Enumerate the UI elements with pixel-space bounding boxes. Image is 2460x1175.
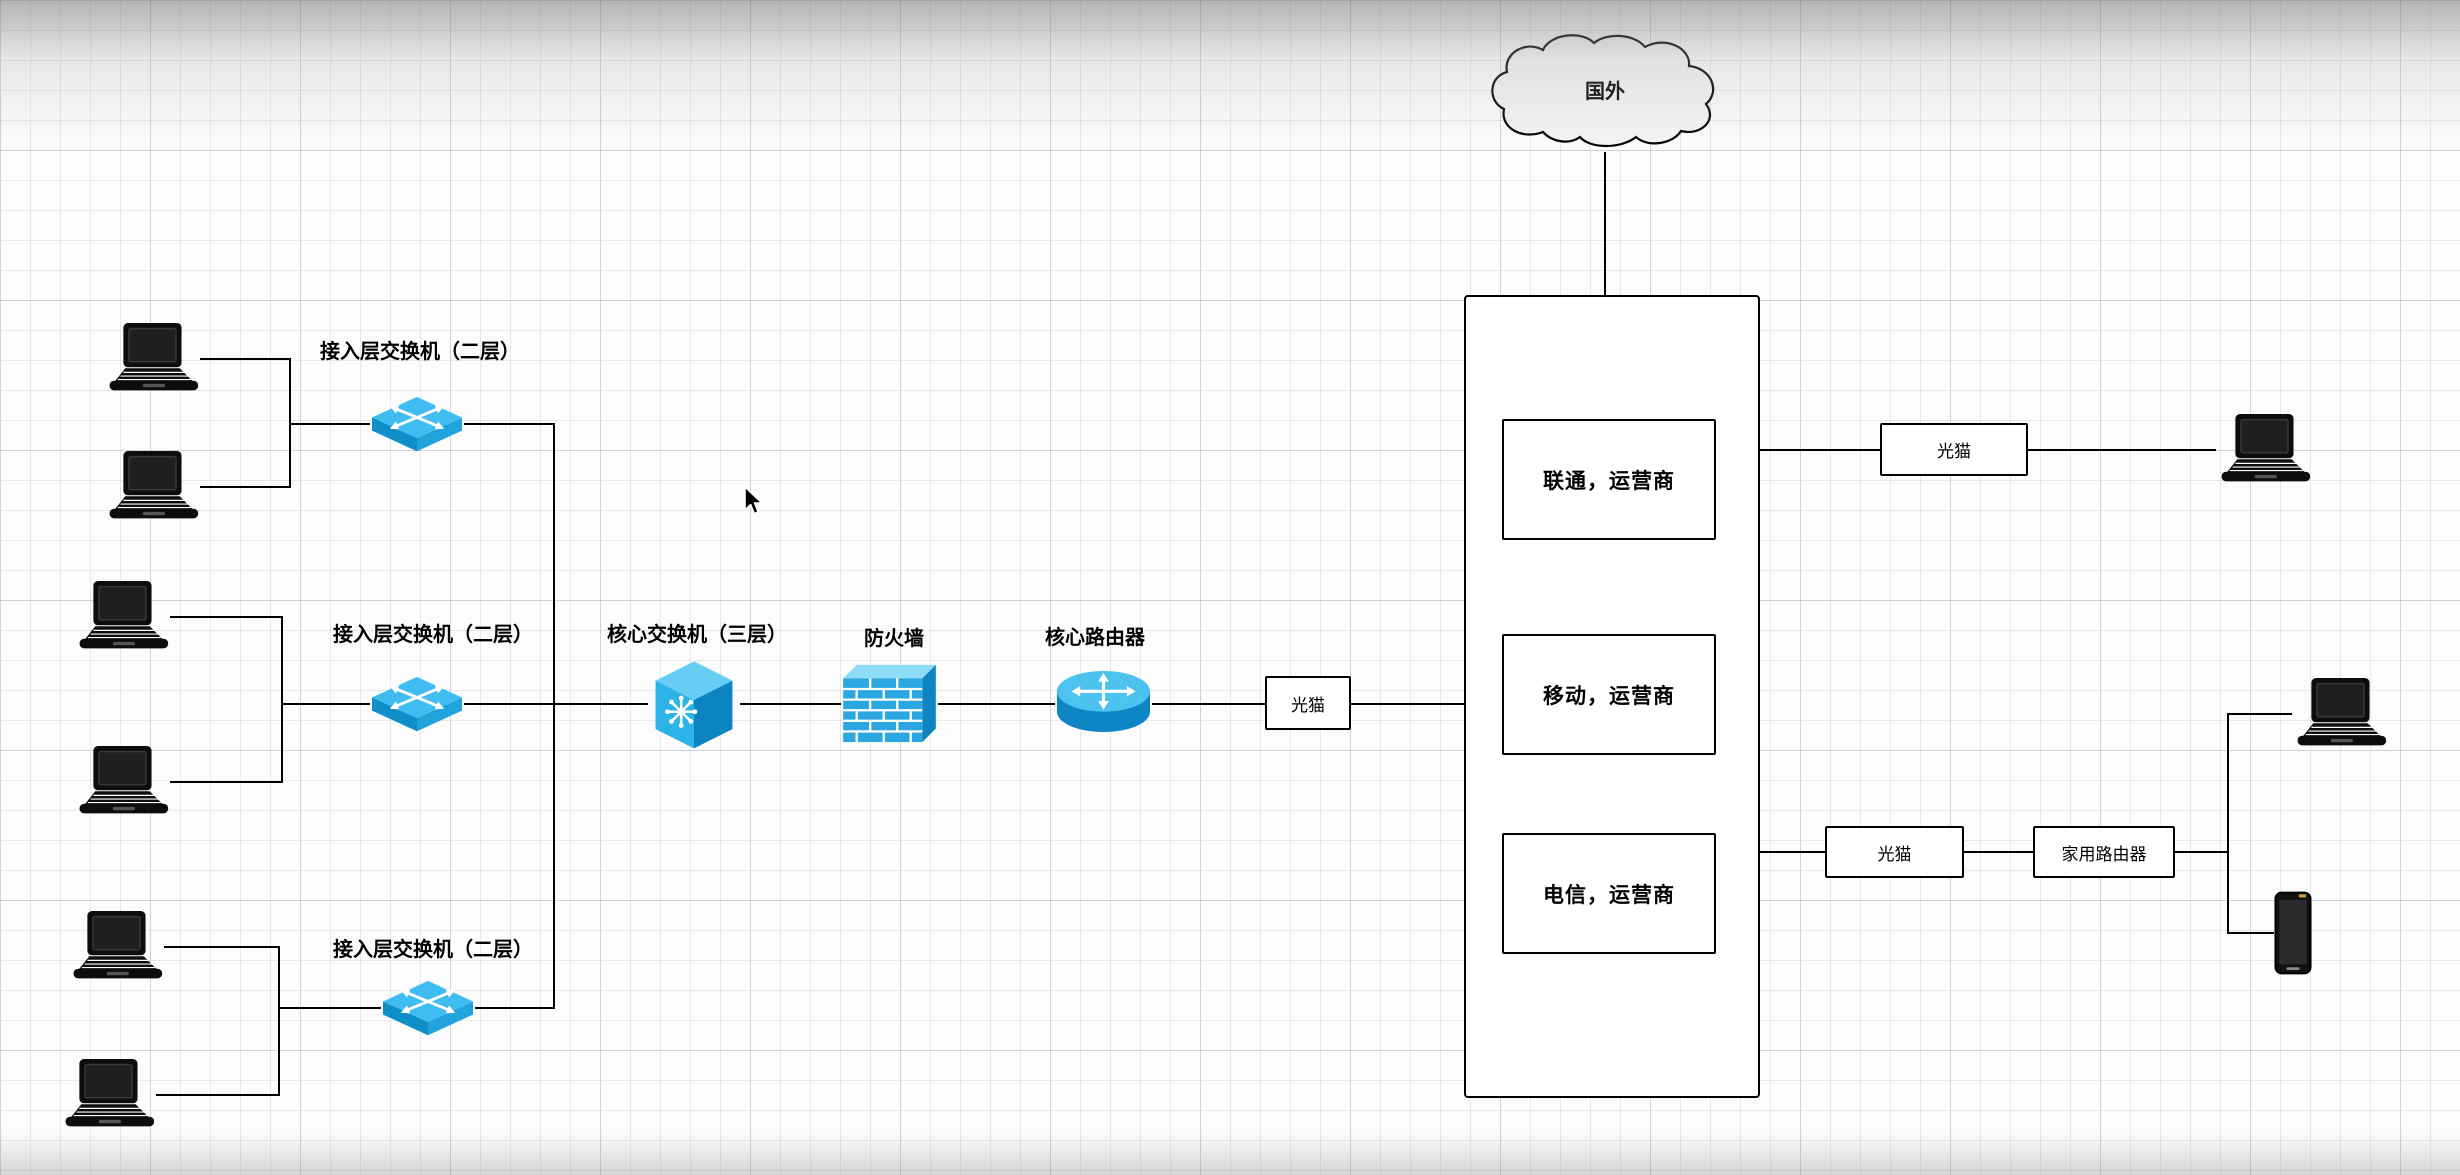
connector-line [1760, 449, 1880, 451]
laptop-icon [2216, 413, 2312, 487]
laptop-node-4[interactable] [74, 745, 170, 819]
laptop-node-1[interactable] [104, 322, 200, 396]
bottom-gradient-shade [0, 1133, 2460, 1175]
phone-node[interactable] [2274, 891, 2312, 975]
firewall-label: 防火墙 [864, 628, 924, 650]
modem-unicom-box[interactable]: 光猫 [1880, 423, 2028, 476]
carrier-unicom-box[interactable]: 联通，运营商 [1502, 419, 1716, 540]
connector-line [281, 616, 283, 783]
connector-line [1604, 152, 1606, 295]
home-router-box[interactable]: 家用路由器 [2033, 826, 2175, 878]
connector-line [279, 1007, 381, 1009]
laptop-node-2[interactable] [104, 450, 200, 524]
cloud-foreign[interactable]: 国外 [1480, 30, 1730, 155]
laptop-node-3[interactable] [74, 580, 170, 654]
connector-line [164, 946, 279, 948]
connector-line [282, 703, 370, 705]
access-switch-3-label: 接入层交换机（二层） [333, 939, 533, 961]
access-switch-3[interactable] [381, 978, 475, 1038]
access-switch-1-label: 接入层交换机（二层） [320, 341, 520, 363]
connector-line [938, 703, 1055, 705]
smartphone-icon [2274, 891, 2312, 975]
l2-switch-icon [381, 978, 475, 1038]
l3-switch-cube-icon [648, 655, 740, 752]
connector-line [464, 703, 648, 705]
connector-line [2228, 932, 2274, 934]
laptop-node-5[interactable] [68, 910, 164, 984]
connector-line [1152, 703, 1265, 705]
router-cylinder-icon [1055, 667, 1152, 737]
connector-line [156, 1094, 279, 1096]
laptop-icon [74, 745, 170, 819]
connector-line [290, 423, 370, 425]
core-switch[interactable] [648, 655, 740, 752]
connector-line [475, 1007, 555, 1009]
laptop-node-top-right[interactable] [2216, 413, 2312, 487]
core-router[interactable] [1055, 667, 1152, 737]
core-router-label: 核心路由器 [1045, 627, 1145, 649]
laptop-icon [68, 910, 164, 984]
connector-line [200, 486, 290, 488]
firewall[interactable] [841, 661, 938, 744]
modem-telecom-box[interactable]: 光猫 [1825, 826, 1964, 878]
access-switch-1[interactable] [370, 394, 464, 454]
laptop-node-6[interactable] [60, 1058, 156, 1132]
laptop-icon [104, 322, 200, 396]
core-switch-label: 核心交换机（三层） [607, 624, 787, 646]
connector-line [1964, 851, 2033, 853]
access-switch-2-label: 接入层交换机（二层） [333, 624, 533, 646]
laptop-node-bottom-right[interactable] [2292, 677, 2388, 751]
connector-line [1351, 703, 1464, 705]
connector-line [278, 946, 280, 1096]
connector-line [170, 781, 282, 783]
access-switch-2[interactable] [370, 674, 464, 734]
mouse-cursor-icon [742, 486, 764, 518]
connector-line [170, 616, 282, 618]
connector-line [2028, 449, 2216, 451]
connector-line [2175, 851, 2229, 853]
laptop-icon [104, 450, 200, 524]
laptop-icon [74, 580, 170, 654]
connector-line [740, 703, 841, 705]
carrier-mobile-box[interactable]: 移动，运营商 [1502, 634, 1716, 755]
connector-line [1760, 851, 1825, 853]
modem-wan-box[interactable]: 光猫 [1265, 676, 1351, 730]
carrier-telecom-box[interactable]: 电信，运营商 [1502, 833, 1716, 954]
cloud-shape [1480, 30, 1730, 155]
l2-switch-icon [370, 674, 464, 734]
connector-line [2228, 713, 2292, 715]
top-gradient-shade [0, 0, 2460, 150]
connector-line [553, 423, 555, 1009]
l2-switch-icon [370, 394, 464, 454]
connector-line [464, 423, 555, 425]
connector-line [2227, 713, 2229, 934]
connector-line [200, 358, 290, 360]
laptop-icon [2292, 677, 2388, 751]
firewall-brick-icon [841, 661, 938, 744]
laptop-icon [60, 1058, 156, 1132]
